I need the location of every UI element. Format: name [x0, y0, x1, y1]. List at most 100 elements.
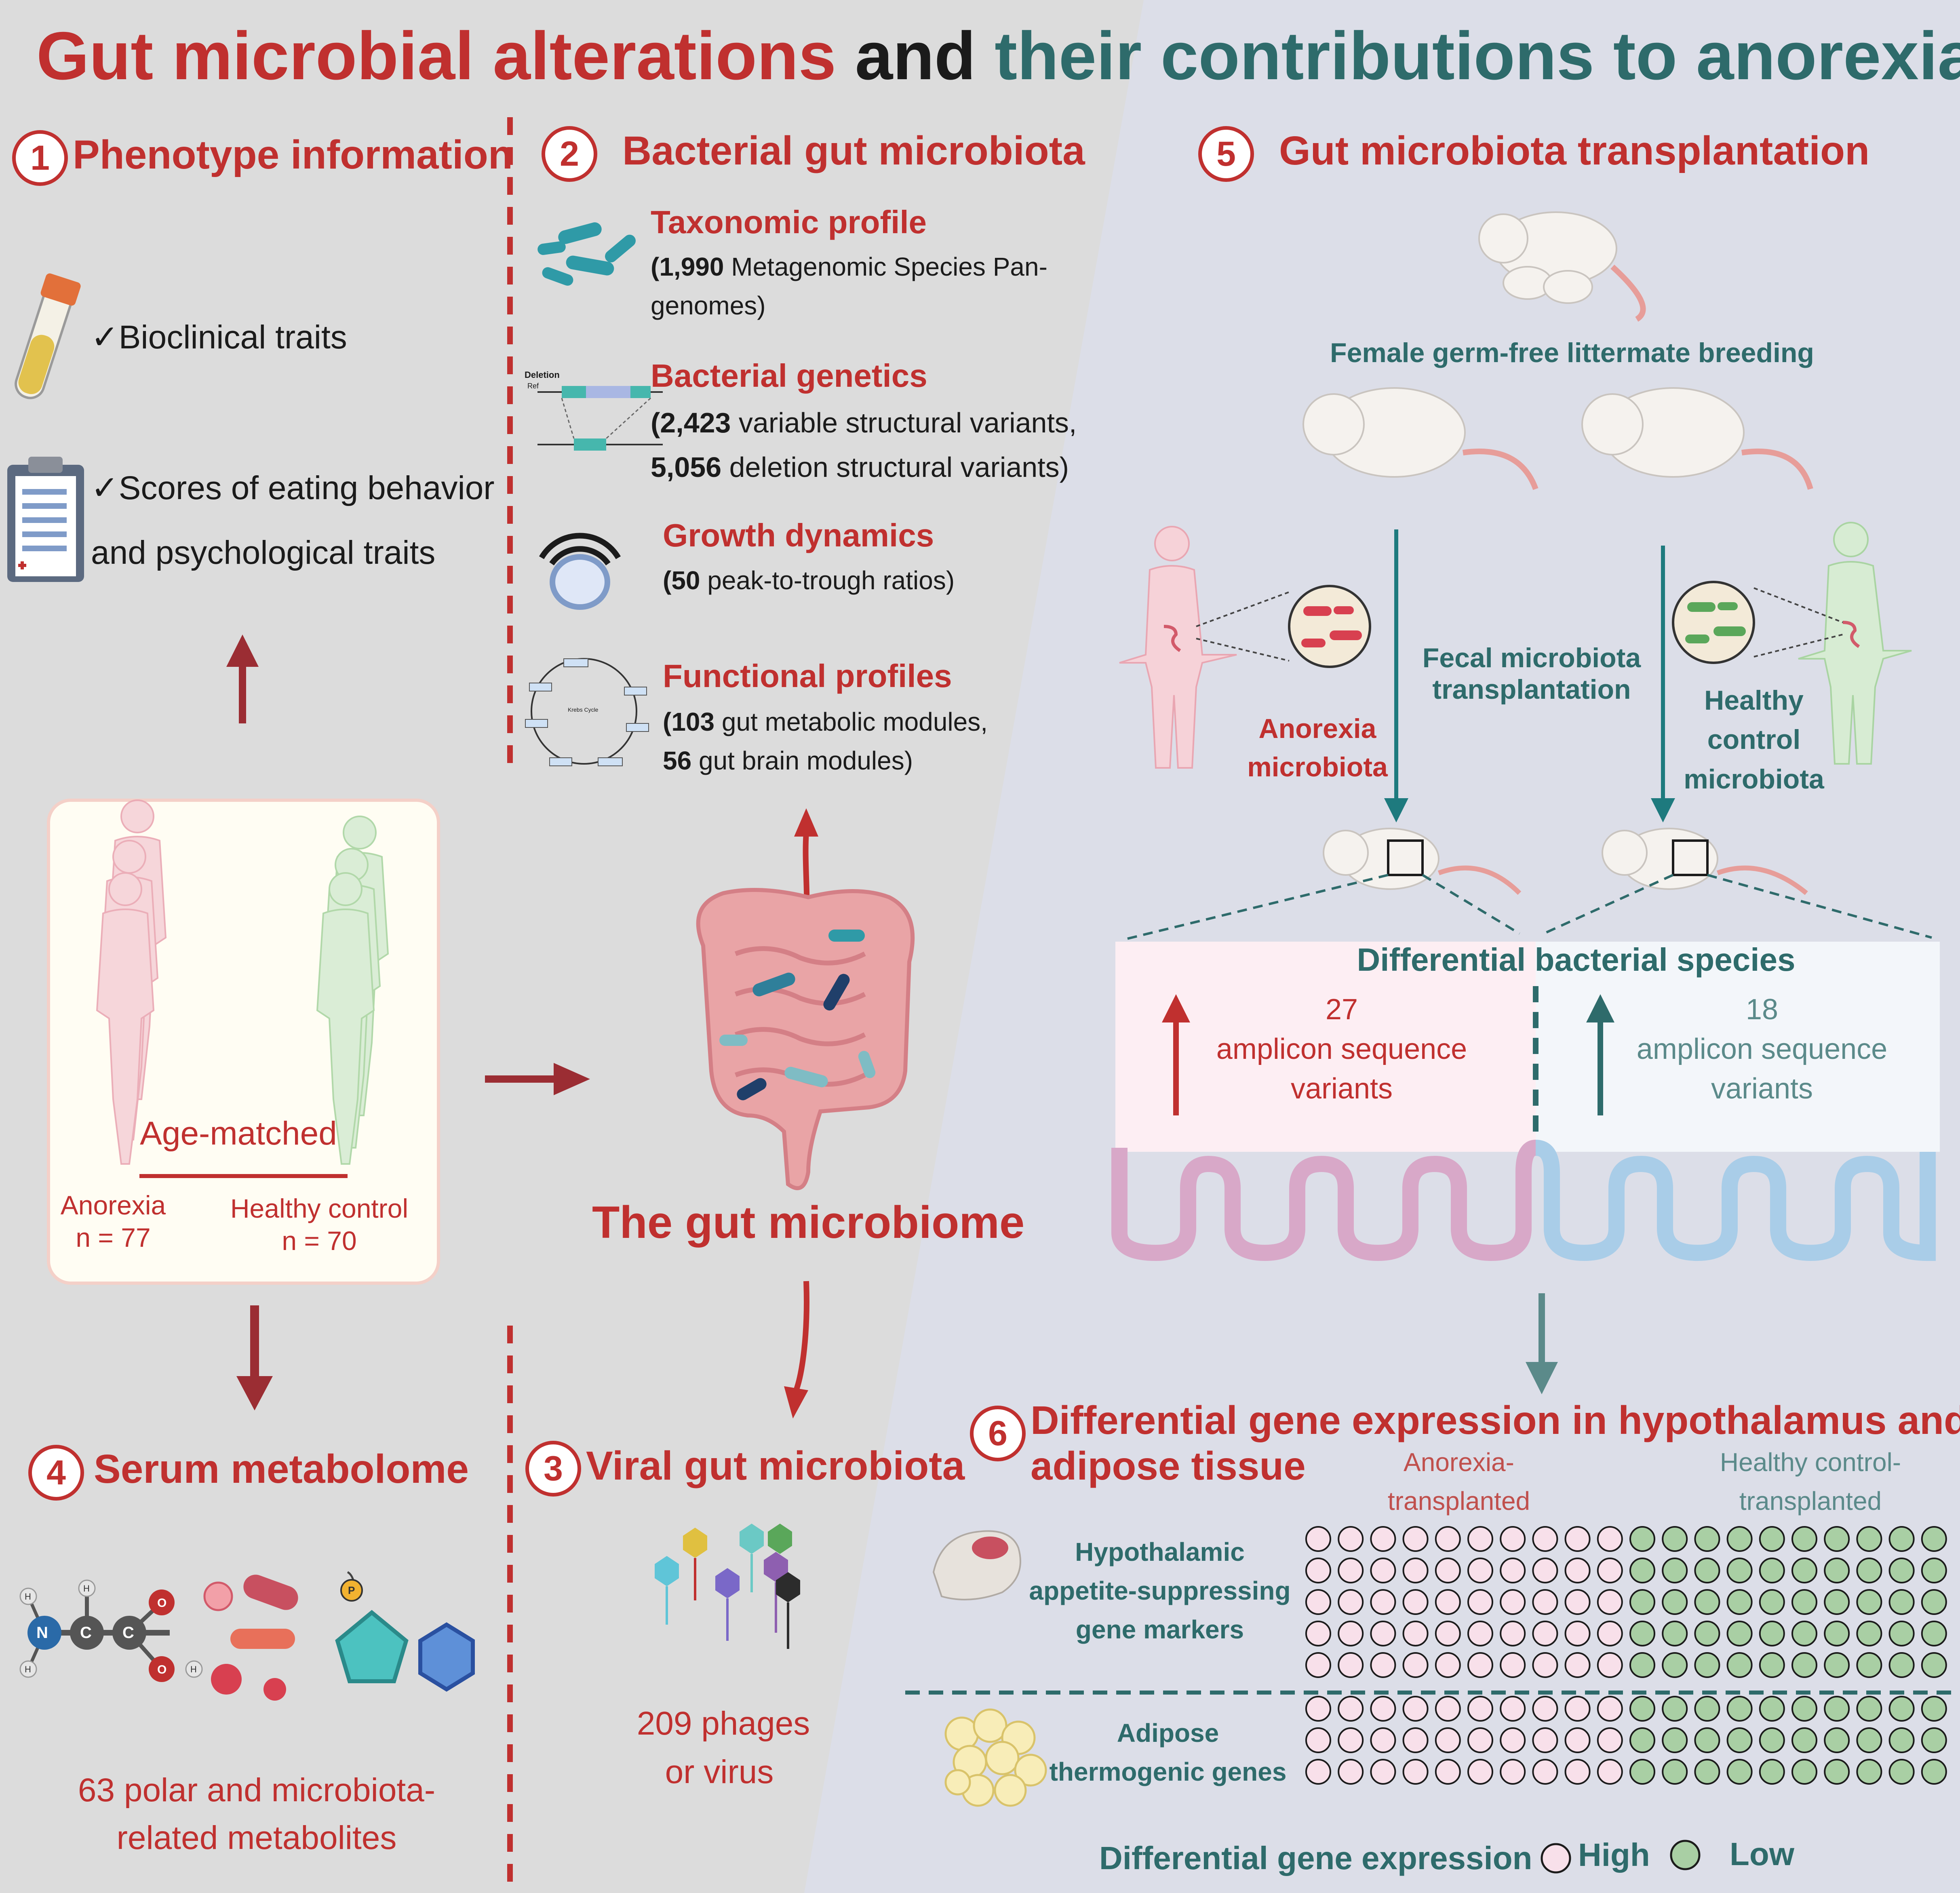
legend-title: Differential gene expression: [1099, 1840, 1532, 1876]
dot-high: [1338, 1558, 1364, 1583]
dot-low: [1759, 1727, 1785, 1753]
dot-high: [1305, 1589, 1331, 1615]
dot-high: [1597, 1652, 1623, 1678]
dot-high: [1305, 1652, 1331, 1678]
dot-high: [1532, 1589, 1558, 1615]
dot-low: [1694, 1727, 1720, 1753]
dot-high: [1402, 1759, 1429, 1785]
dot-high: [1532, 1696, 1558, 1722]
page-title: Gut microbial alterations and their cont…: [36, 15, 1960, 96]
control-transplanted-line-2: transplanted: [1739, 1486, 1882, 1516]
control-donor-icon: [1798, 522, 1912, 765]
dot-high: [1564, 1696, 1591, 1722]
dot-high: [1532, 1652, 1558, 1678]
dot-low: [1629, 1621, 1655, 1646]
anorexia-zoom-icon: [1196, 585, 1371, 668]
bacteria-icon: [537, 222, 636, 286]
anorexia-microbiota-line-2: microbiota: [1247, 752, 1388, 782]
dot-low: [1791, 1759, 1817, 1785]
dot-high: [1305, 1558, 1331, 1583]
adipose-label-1: Adipose: [1117, 1718, 1219, 1748]
anorexia-donor-icon: [1119, 526, 1237, 769]
deletion-sv-label: deletion structural variants): [721, 451, 1069, 483]
anorexia-asv-label-2: variants: [1290, 1073, 1393, 1105]
dot-high: [1500, 1526, 1526, 1552]
functional-profiles-title: Functional profiles: [663, 658, 952, 694]
dot-high: [1402, 1526, 1429, 1552]
dot-low: [1921, 1696, 1947, 1722]
dot-low: [1791, 1652, 1817, 1678]
up-arrow-control: [1586, 994, 1614, 1115]
dot-low: [1694, 1696, 1720, 1722]
section-2-number: 2: [542, 126, 597, 182]
dot-high: [1532, 1526, 1558, 1552]
genetics-line-1: (2,423 variable structural variants,: [651, 403, 1077, 442]
fmt-arrow-right: [1651, 546, 1675, 822]
dot-low: [1629, 1759, 1655, 1785]
dot-low: [1726, 1652, 1753, 1678]
krebs-cycle-label: Krebs Cycle: [568, 706, 599, 713]
ref-label: Ref: [527, 382, 539, 390]
anorexia-transplanted-line-2: transplanted: [1387, 1486, 1530, 1516]
taxonomic-detail: Metagenomic Species Pan-: [724, 252, 1047, 281]
dot-low: [1694, 1558, 1720, 1583]
genetics-line-2: 5,056 deletion structural variants): [651, 448, 1069, 487]
recipient-mouse-right-icon: [1602, 828, 1808, 895]
section-1-number: 1: [12, 130, 68, 186]
dot-high: [1597, 1621, 1623, 1646]
dot-low: [1921, 1621, 1947, 1646]
clipboard-icon: [7, 457, 84, 582]
dot-high: [1305, 1759, 1331, 1785]
atom-n: N: [36, 1624, 48, 1642]
dot-low: [1629, 1558, 1655, 1583]
mouse-brain-icon: [932, 1530, 1021, 1600]
anorexia-panel: [1115, 942, 1536, 1152]
ptr-label: peak-to-trough ratios): [700, 566, 955, 595]
taxonomic-profile-line-1: (1,990 Metagenomic Species Pan-: [651, 247, 1047, 286]
recipient-mouse-left-icon: [1323, 828, 1522, 895]
dot-high: [1435, 1558, 1461, 1583]
fmt-label-line-1: Fecal microbiota: [1422, 643, 1641, 673]
anorexia-microbiota-line-1: Anorexia: [1258, 713, 1376, 744]
germ-free-breeding-label: Female germ-free littermate breeding: [1330, 337, 1814, 368]
dot-low: [1629, 1526, 1655, 1552]
dot-low: [1791, 1526, 1817, 1552]
microbes-icon: [203, 1575, 298, 1701]
dot-high: [1597, 1526, 1623, 1552]
title-part-2: and: [855, 18, 976, 94]
dot-low: [1791, 1558, 1817, 1583]
dot-high: [1467, 1696, 1493, 1722]
dot-low: [1791, 1696, 1817, 1722]
dot-high: [1338, 1652, 1364, 1678]
dot-high: [1435, 1589, 1461, 1615]
title-part-3: their contributions to anorexia: [995, 18, 1960, 94]
anorexia-transplanted-line-1: Anorexia-: [1404, 1448, 1514, 1477]
metabolite-count: 63 polar and microbiota-: [78, 1772, 436, 1809]
dot-low: [1759, 1759, 1785, 1785]
anorexia-group-n: n = 77: [76, 1223, 151, 1252]
control-group-n: n = 70: [282, 1226, 357, 1256]
dot-low: [1726, 1526, 1753, 1552]
control-asv-label-1: amplicon sequence: [1636, 1033, 1888, 1065]
dot-high: [1370, 1589, 1396, 1615]
phage-count-line-2: or virus: [665, 1754, 774, 1790]
dot-low: [1888, 1558, 1915, 1583]
dot-low: [1824, 1652, 1850, 1678]
atom-c1: C: [80, 1624, 92, 1642]
atom-o2: O: [157, 1663, 167, 1676]
title-part-1: Gut microbial alterations: [36, 18, 837, 94]
dot-high: [1500, 1621, 1526, 1646]
variable-sv-count: (2,423: [651, 407, 731, 438]
dot-high: [1467, 1621, 1493, 1646]
section-6-title-line-1: Differential gene expression in hypothal…: [1031, 1398, 1960, 1442]
adipose-tissue-icon: [944, 1708, 1047, 1807]
dot-low: [1856, 1621, 1882, 1646]
dot-low: [1726, 1696, 1753, 1722]
dot-high: [1564, 1652, 1591, 1678]
dot-low: [1824, 1589, 1850, 1615]
dot-high: [1435, 1652, 1461, 1678]
dot-high: [1500, 1589, 1526, 1615]
dot-low: [1662, 1696, 1688, 1722]
dot-low: [1921, 1558, 1947, 1583]
